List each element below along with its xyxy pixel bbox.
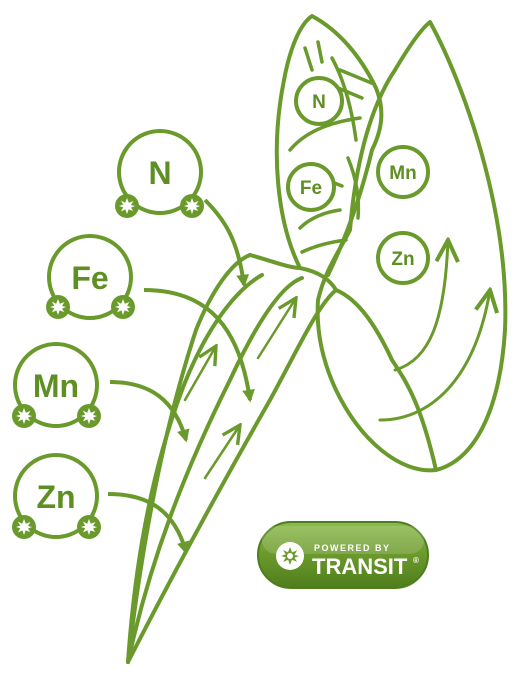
stem-inner-right [126, 276, 304, 664]
leaf-label-zn: Zn [391, 249, 414, 270]
leaf-label-fe: Fe [300, 178, 322, 199]
powered-by-transit-badge: POWERED BY TRANSIT ® [257, 521, 429, 589]
stem-flow-arrow-2 [203, 425, 240, 480]
starburst-icon [12, 515, 36, 539]
arrow-mn-to-plant [109, 380, 190, 443]
starburst-icon [46, 295, 70, 319]
leaf-circle-zn [376, 231, 430, 285]
chelated-nutrient-n: N [115, 129, 249, 288]
stem-fold [390, 358, 438, 472]
leaf-circle-mn [376, 145, 430, 199]
chelated-nutrient-zn: Zn [12, 453, 190, 555]
stem-outer-right [126, 288, 394, 664]
stem-inner-left [126, 273, 264, 664]
stem-flow-arrow-3 [256, 298, 296, 360]
badge-powered-by: POWERED BY [314, 543, 391, 553]
arrow-zn-to-plant [107, 492, 190, 555]
nutrient-label-fe: Fe [71, 260, 108, 296]
badge-brand: TRANSIT [312, 554, 408, 579]
nutrient-label-zn: Zn [36, 479, 75, 515]
nutrient-label-n: N [148, 155, 171, 191]
starburst-icon [115, 194, 139, 218]
arrow-fe-to-plant [143, 288, 255, 403]
starburst-icon [77, 404, 101, 428]
leaf-label-mn: Mn [389, 163, 416, 184]
badge-registered: ® [413, 556, 419, 565]
front-leaf-flow-arrow-1 [393, 240, 448, 372]
arrow-n-to-plant [203, 198, 249, 288]
stem-outer-left [126, 253, 252, 664]
leaf-circle-fe [286, 162, 336, 212]
starburst-icon [180, 194, 204, 218]
leaf-circle-n [294, 76, 344, 126]
plant [126, 14, 508, 664]
leaf-nutrient-circles: N Fe Mn Zn [286, 76, 430, 285]
starburst-icon [12, 404, 36, 428]
stem-flow-arrow-1 [183, 346, 216, 402]
starburst-icon [111, 295, 135, 319]
chelated-nutrient-mn: Mn [12, 342, 190, 443]
starburst-icon [77, 515, 101, 539]
leaf-label-n: N [312, 92, 326, 113]
starburst-icon [276, 542, 304, 570]
stem-top-curl [248, 253, 338, 292]
front-leaf-outline [315, 20, 508, 473]
back-leaf-outline [274, 14, 384, 277]
front-leaf-flow-arrow-2 [378, 290, 490, 422]
nutrient-label-mn: Mn [33, 368, 79, 404]
chelated-nutrient-fe: Fe [46, 234, 255, 403]
